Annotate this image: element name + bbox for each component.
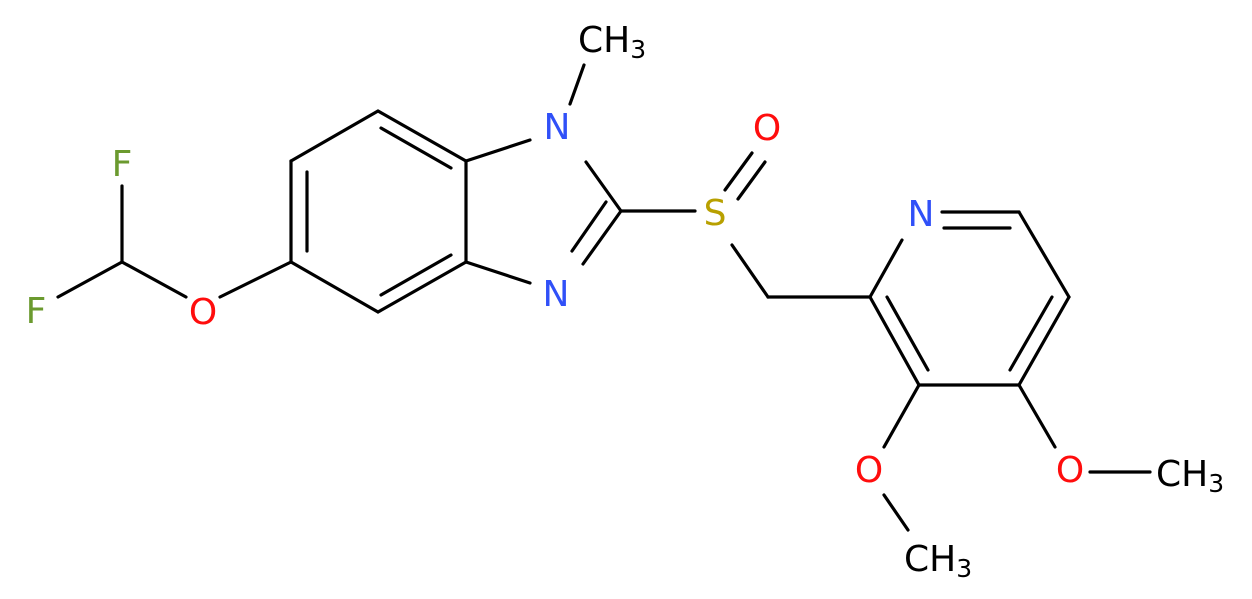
methyl-n-sub: 3 xyxy=(630,35,646,64)
bond-c-o-ether xyxy=(120,260,188,299)
bond-c3-o xyxy=(882,383,921,449)
bond-benz-6 xyxy=(289,260,380,314)
bond-benz-2 xyxy=(289,109,380,163)
bond-o-ch3-3 xyxy=(882,493,910,532)
bond-pyr-c3-c2 xyxy=(868,295,921,387)
bond-s-ch2 xyxy=(730,243,770,299)
atom-f-left: F xyxy=(26,291,47,332)
bond-pyr-c5-c4-inner xyxy=(1008,295,1054,372)
atom-o-ether: O xyxy=(189,292,217,333)
atom-o-methoxy4: O xyxy=(1056,450,1084,491)
bond-benz-3 xyxy=(376,109,468,163)
atom-o-methoxy3: O xyxy=(855,450,883,491)
methyl-methoxy4: CH3 xyxy=(1156,454,1224,498)
bond-benz-5 xyxy=(376,260,468,314)
bond-f-left-c xyxy=(56,260,124,299)
bond-n3-c3a xyxy=(464,260,532,285)
methyl-methoxy4-main: CH xyxy=(1156,454,1208,495)
bond-c2-n3-double xyxy=(570,200,608,253)
methyl-methoxy3-main: CH xyxy=(904,539,956,580)
methyl-methoxy3: CH3 xyxy=(904,539,972,583)
methyl-n-main: CH xyxy=(578,20,630,61)
atom-f-top: F xyxy=(112,144,133,185)
atom-n-methyl: N xyxy=(544,107,571,148)
bond-pyr-c2-n xyxy=(868,238,904,299)
bond-pyr-c3-c2-inner xyxy=(885,295,930,372)
bond-benz-3-inner xyxy=(379,126,453,170)
methyl-n: CH3 xyxy=(578,20,646,64)
bond-s-o xyxy=(723,151,754,192)
methyl-methoxy4-sub: 3 xyxy=(1208,469,1224,498)
bond-n1-c2 xyxy=(584,160,623,213)
bond-c7a-n1 xyxy=(464,138,532,163)
bond-o-ether-ring xyxy=(218,260,293,299)
atom-s: S xyxy=(704,193,727,234)
atom-n-ring: N xyxy=(543,274,570,315)
bond-pyr-c5-c4 xyxy=(1017,295,1071,387)
atom-o-sulfinyl: O xyxy=(753,108,781,149)
bond-n1-methyl xyxy=(568,63,586,106)
atom-n-pyridine: N xyxy=(908,194,935,235)
bond-s-o-double xyxy=(736,160,767,201)
bonds xyxy=(56,63,1152,532)
bond-c2-n3 xyxy=(581,209,623,266)
bond-c4-o xyxy=(1017,383,1057,449)
methyl-methoxy3-sub: 3 xyxy=(956,554,972,583)
bond-pyr-c6-c5 xyxy=(1017,210,1071,299)
bond-benz-5-inner xyxy=(379,253,453,297)
atom-labels: F F O N CH3 N S O N O CH3 O CH3 xyxy=(26,20,1224,583)
